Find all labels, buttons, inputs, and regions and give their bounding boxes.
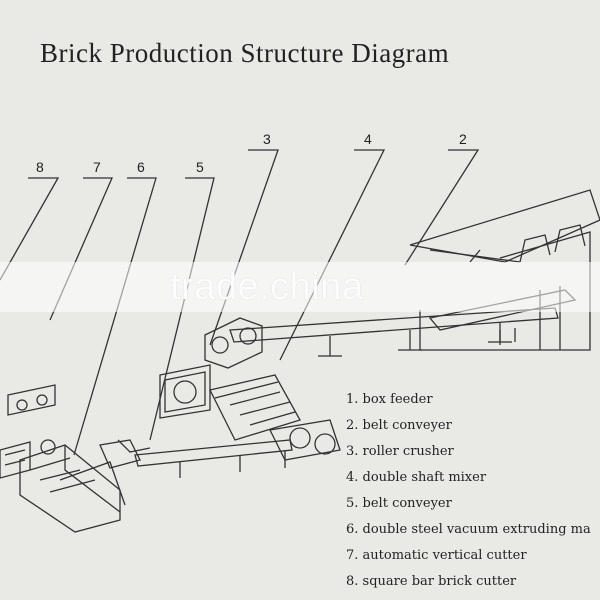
callout-5: 5	[196, 159, 204, 175]
roller-crusher-shape	[159, 317, 263, 419]
legend-item-belt-conveyer: 2. belt conveyer	[346, 418, 452, 433]
legend-item-belt-conveyer-2: 5. belt conveyer	[346, 496, 452, 511]
legend-item-box-feeder: 1. box feeder	[346, 392, 433, 407]
double-shaft-mixer-shape	[209, 374, 341, 461]
callout-7: 7	[93, 159, 101, 175]
bar-brick-cutter-shape	[7, 384, 56, 416]
belt-conveyer-long	[229, 307, 559, 357]
legend-item-double-shaft-mixer: 4. double shaft mixer	[346, 470, 487, 485]
callout-8: 8	[36, 159, 44, 175]
legend-item-vertical-cutter: 7. automatic vertical cutter	[346, 548, 527, 563]
belt-conveyer-short	[99, 439, 293, 478]
vertical-cutter-shape	[0, 441, 31, 479]
component-legend: 1. box feeder 2. belt conveyer 3. roller…	[346, 387, 591, 595]
vacuum-extruder-shape	[19, 439, 126, 533]
legend-item-roller-crusher: 3. roller crusher	[346, 444, 454, 459]
watermark-band	[0, 262, 600, 312]
box-feeder-shape	[409, 189, 600, 351]
callout-4: 4	[364, 131, 372, 147]
callout-3: 3	[263, 131, 271, 147]
watermark-text: trade.china	[170, 266, 364, 308]
diagram-title: Brick Production Structure Diagram	[40, 38, 450, 68]
callout-2: 2	[459, 131, 467, 147]
legend-item-bar-brick-cutter: 8. square bar brick cutter	[346, 574, 517, 589]
legend-item-vacuum-extruder: 6. double steel vacuum extruding ma	[346, 522, 591, 537]
callout-6: 6	[137, 159, 145, 175]
